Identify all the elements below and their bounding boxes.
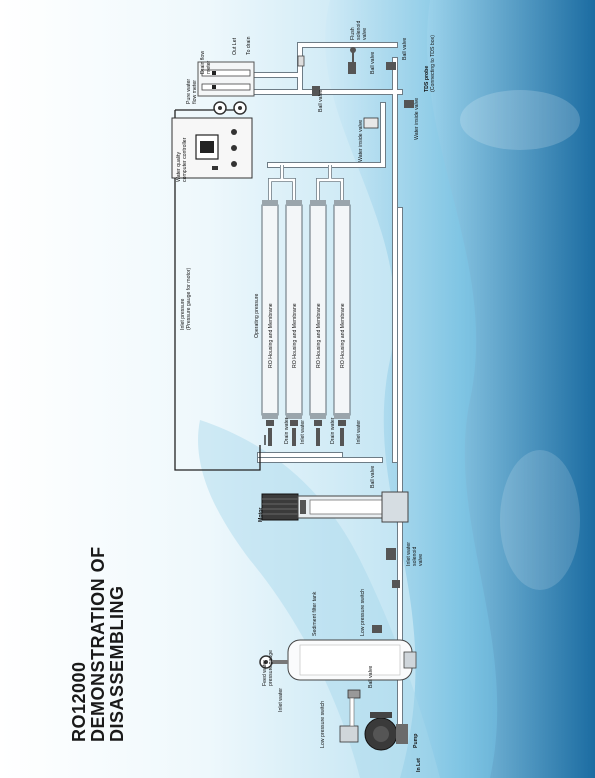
title-line-2: DEMONSTRATION OF xyxy=(88,546,108,742)
pressure-gauges xyxy=(213,101,247,115)
label-flush-solenoid-2: solenoid xyxy=(356,21,362,40)
label-inlet-solenoid-1: Inlet water xyxy=(406,542,412,566)
top-valves xyxy=(297,47,414,129)
label-pure-flow-2: flow meter xyxy=(192,80,198,104)
label-pure-flow-1: Pure water xyxy=(186,79,192,104)
label-ro-membrane-4: RO Housing and Membrane xyxy=(340,303,346,368)
ro-housing-4 xyxy=(333,200,351,419)
label-operating-pressure: Operating pressure xyxy=(254,293,260,338)
label-controller-1: Water quality xyxy=(176,152,182,182)
label-inlet-solenoid-3: valve xyxy=(418,554,424,566)
labels: Pump In Let Low pressure switch Inlet wa… xyxy=(176,21,436,772)
feed-water-gauge xyxy=(259,655,288,669)
label-sediment-tank: Sediment filter tank xyxy=(312,591,318,636)
label-water-inside-valve-2: Water inside valve xyxy=(414,98,420,140)
label-drain-water-1: Drain water xyxy=(284,417,290,444)
label-ball-valve-1: Ball valve xyxy=(368,666,374,688)
label-out-let: Out Let xyxy=(232,37,238,55)
label-ball-valve-2: Ball valve xyxy=(370,466,376,488)
label-low-pressure-switch-2: Low pressure switch xyxy=(360,589,366,636)
label-ro-membrane-1: RO Housing and Membrane xyxy=(268,303,274,368)
title-line-3: DISASSEMBLING xyxy=(107,585,127,742)
label-in-let: In Let xyxy=(416,758,422,772)
title-block: RO12000 DEMONSTRATION OF DISASSEMBLING xyxy=(69,546,130,742)
label-inlet-pressure-1: Inlet pressure xyxy=(180,298,186,330)
label-inlet-water: Inlet water xyxy=(278,688,284,712)
label-tds-probe-note: (Connecting to TDS box) xyxy=(430,35,436,92)
inlet-solenoid-valve xyxy=(372,548,400,633)
ro-housing-1 xyxy=(261,200,279,419)
label-inlet-water-ro-2: Inlet water xyxy=(356,420,362,444)
label-flush-solenoid-1: Flush xyxy=(350,27,356,40)
ro-housing-3 xyxy=(309,200,327,419)
ro-housings xyxy=(261,200,351,419)
label-ball-valve-3: Ball valve xyxy=(370,52,376,74)
title-line-1: RO12000 xyxy=(69,661,89,742)
label-feed-water-gauge-2: pressure gauge xyxy=(268,650,274,686)
label-pump: Pump xyxy=(413,734,419,748)
label-inlet-solenoid-2: solenoid xyxy=(412,547,418,566)
motor xyxy=(261,491,409,523)
label-motor: Motor xyxy=(258,508,264,522)
label-controller-2: computer controller xyxy=(182,137,188,182)
label-inlet-water-ro-1: Inlet water xyxy=(300,420,306,444)
label-inlet-pressure-2: (Pressure gauge for motor) xyxy=(186,267,192,330)
water-quality-controller xyxy=(171,117,253,179)
label-ro-membrane-2: RO Housing and Membrane xyxy=(292,303,298,368)
flow-meters xyxy=(197,61,255,97)
label-drain-water-2: Drain water xyxy=(330,417,336,444)
pump xyxy=(339,689,408,751)
label-feed-water-gauge-1: Feed water xyxy=(262,660,268,686)
label-drain-flow-1: Drain flow xyxy=(200,51,206,74)
label-ro-membrane-3: RO Housing and Membrane xyxy=(316,303,322,368)
ro-bottom-valves xyxy=(266,420,346,446)
label-flush-solenoid-3: valve xyxy=(362,28,368,40)
label-drain-flow-2: meter xyxy=(206,60,212,74)
label-low-pressure-switch-1: Low pressure switch xyxy=(320,701,326,748)
label-ball-valve-4: Ball valve xyxy=(402,38,408,60)
sediment-filter-tank xyxy=(287,639,417,681)
signal-lines xyxy=(174,109,266,471)
ro-housing-2 xyxy=(285,200,303,419)
label-to-drain: To drain xyxy=(246,36,252,55)
label-tds-probe: TDS probe xyxy=(424,66,430,92)
label-water-inside-valve-1: Water inside valve xyxy=(358,120,364,162)
label-ball-valve-5: Ball valve xyxy=(318,90,324,112)
